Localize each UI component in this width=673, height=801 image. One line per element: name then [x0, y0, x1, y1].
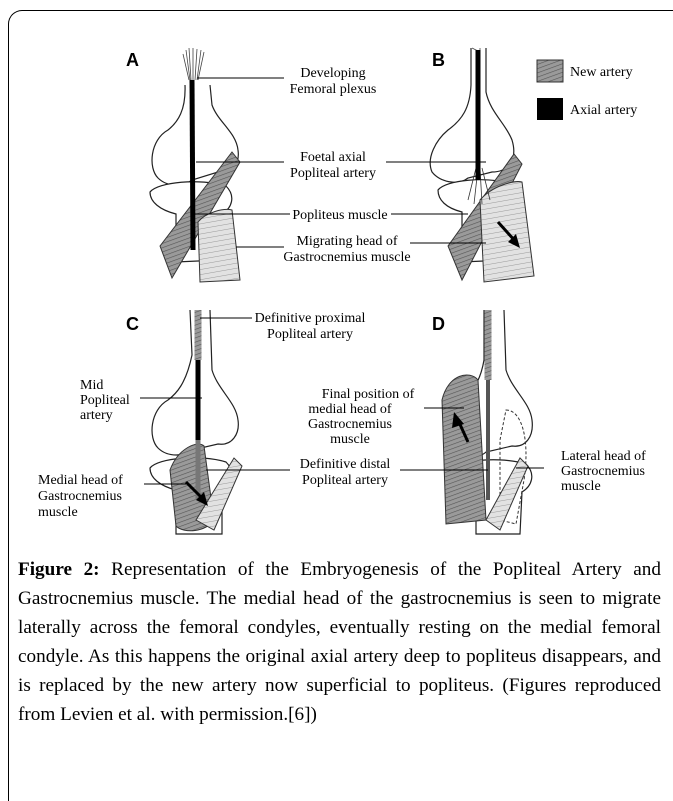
- legend-new-artery-swatch: [537, 60, 563, 82]
- caption-label: Figure 2:: [18, 559, 100, 580]
- label-lateral-2: Gastrocnemius: [561, 464, 645, 479]
- legend-new-artery-label: New artery: [570, 65, 633, 80]
- panel-c-diagram: [150, 310, 242, 534]
- label-final-1: Final position of: [322, 387, 415, 402]
- label-migrating-2: Gastrocnemius muscle: [283, 250, 410, 265]
- legend: New artery Axial artery: [537, 60, 637, 120]
- label-medial-1: Medial head of: [38, 473, 123, 488]
- label-popliteus: Popliteus muscle: [292, 208, 387, 223]
- label-final-2: medial head of: [308, 402, 392, 417]
- label-defdist-2: Popliteal artery: [302, 473, 388, 488]
- label-defprox-2: Popliteal artery: [267, 327, 353, 342]
- panel-d-diagram: [442, 310, 532, 534]
- label-mid-2: Popliteal: [80, 393, 130, 408]
- label-medial-2: Gastrocnemius: [38, 489, 122, 504]
- label-migrating-1: Migrating head of: [296, 234, 397, 249]
- caption-text: Representation of the Embryogenesis of t…: [18, 559, 661, 725]
- label-defdist-1: Definitive distal: [300, 457, 391, 472]
- label-final-4: muscle: [330, 432, 370, 447]
- figure-caption: Figure 2: Representation of the Embryoge…: [18, 555, 661, 729]
- legend-axial-artery-swatch: [537, 98, 563, 120]
- label-developing-2: Femoral plexus: [290, 82, 377, 97]
- label-medial-3: muscle: [38, 505, 78, 520]
- label-mid-1: Mid: [80, 378, 103, 393]
- embryogenesis-figure: A B C D Developing Femoral plexus Foetal…: [0, 0, 673, 545]
- panel-b-letter: B: [432, 50, 445, 70]
- label-foetal-2: Popliteal artery: [290, 166, 376, 181]
- label-defprox-1: Definitive proximal: [255, 311, 366, 326]
- label-mid-3: artery: [80, 408, 113, 423]
- label-final-3: Gastrocnemius: [308, 417, 392, 432]
- panel-b-diagram: [430, 48, 534, 282]
- label-lateral-1: Lateral head of: [561, 449, 646, 464]
- panel-a-diagram: [150, 48, 240, 282]
- label-developing-1: Developing: [300, 66, 365, 81]
- label-foetal-1: Foetal axial: [300, 150, 366, 165]
- panel-d-letter: D: [432, 314, 445, 334]
- panel-a-letter: A: [126, 50, 139, 70]
- panel-c-letter: C: [126, 314, 139, 334]
- label-lateral-3: muscle: [561, 479, 601, 494]
- legend-axial-artery-label: Axial artery: [570, 103, 637, 118]
